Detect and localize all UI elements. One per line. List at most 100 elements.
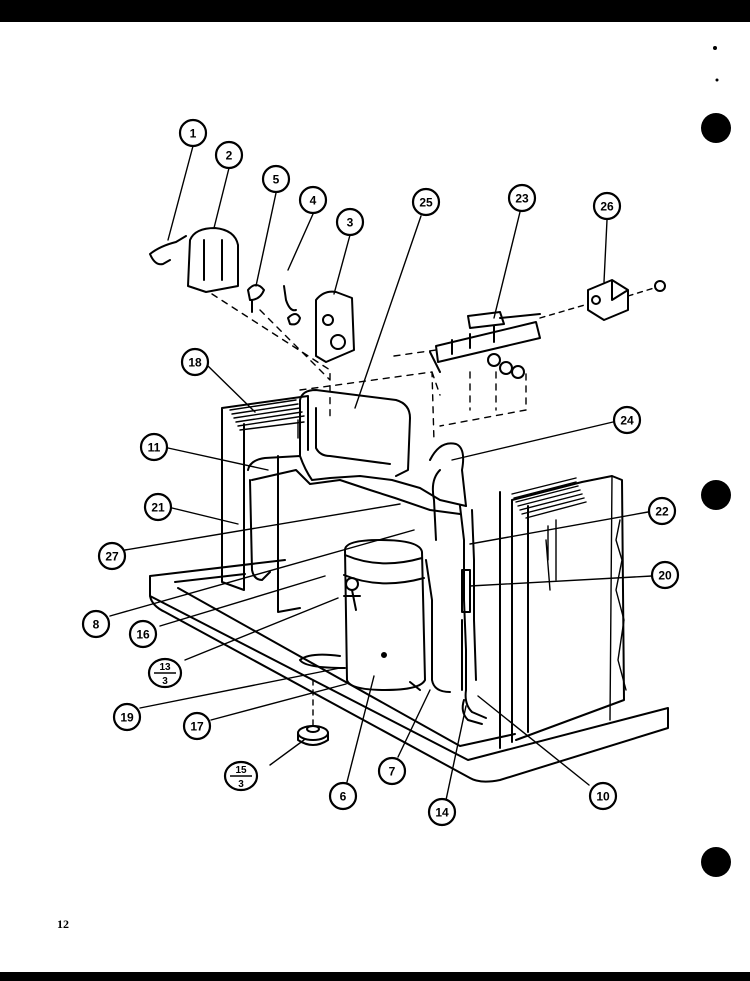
callout-18: 18 <box>180 347 210 377</box>
left-coil <box>221 395 309 613</box>
strainer-20 <box>461 569 471 613</box>
right-coil-fins <box>511 477 587 591</box>
callout-14: 14 <box>427 797 457 827</box>
callouts: 1 2 3 4 5 6 7 8 10 11 14 16 17 18 19 20 … <box>81 118 680 827</box>
top-border <box>0 0 750 22</box>
svg-text:1: 1 <box>190 127 197 141</box>
svg-text:11: 11 <box>148 441 161 455</box>
suction-tube <box>247 455 467 507</box>
binder-hole <box>701 113 731 143</box>
speck <box>715 78 719 82</box>
discharge-tube <box>251 469 461 515</box>
svg-text:15: 15 <box>235 765 247 776</box>
tube-14 <box>461 699 483 725</box>
callout-4: 4 <box>298 185 328 215</box>
binder-hole <box>701 847 731 877</box>
callout-7: 7 <box>377 756 407 786</box>
compressor-bolt-shaft <box>343 589 361 611</box>
tube-7 <box>425 559 451 693</box>
svg-text:17: 17 <box>190 720 204 734</box>
page-number: 12 <box>57 917 69 931</box>
cap-tube-10 <box>461 619 487 719</box>
drawing <box>109 145 669 801</box>
leader-lines <box>109 145 653 801</box>
callout-10: 10 <box>588 781 618 811</box>
solenoid-dash <box>539 287 655 319</box>
svg-text:5: 5 <box>273 173 280 187</box>
gasket-3 <box>315 290 355 363</box>
valve-port <box>511 365 525 379</box>
reversing-valve <box>429 321 541 373</box>
grommet-side <box>297 732 329 746</box>
callout-26: 26 <box>592 191 622 221</box>
svg-text:6: 6 <box>340 790 347 804</box>
svg-text:20: 20 <box>658 569 672 583</box>
svg-text:3: 3 <box>347 216 354 230</box>
svg-text:7: 7 <box>389 765 396 779</box>
grommet-hole <box>306 725 320 733</box>
svg-text:22: 22 <box>655 505 669 519</box>
svg-text:24: 24 <box>620 414 634 428</box>
tube-22-20 <box>459 505 477 691</box>
callout-19: 19 <box>112 702 142 732</box>
svg-text:25: 25 <box>419 196 433 210</box>
svg-text:18: 18 <box>188 356 202 370</box>
valve-port <box>499 361 513 375</box>
right-coil <box>499 475 625 749</box>
loop-tube-25 <box>299 389 411 477</box>
bottom-border <box>0 972 750 981</box>
svg-text:26: 26 <box>600 200 614 214</box>
callout-2: 2 <box>214 140 244 170</box>
binder-hole <box>701 480 731 510</box>
fraction-callout-13-3: 13 3 <box>147 657 183 689</box>
svg-text:21: 21 <box>151 501 165 515</box>
callout-27: 27 <box>97 541 127 571</box>
wire-1 <box>149 235 187 266</box>
callout-16: 16 <box>128 619 158 649</box>
compressor-bolt <box>345 577 359 591</box>
svg-text:2: 2 <box>226 149 233 163</box>
callout-5: 5 <box>261 164 291 194</box>
back-coil-outline <box>299 371 441 443</box>
svg-text:13: 13 <box>159 662 171 673</box>
solenoid-nut <box>654 280 666 292</box>
callout-20: 20 <box>650 560 680 590</box>
svg-text:23: 23 <box>515 192 529 206</box>
callout-23: 23 <box>507 183 537 213</box>
speck <box>713 46 717 50</box>
base-pan-inner <box>174 573 516 747</box>
svg-text:19: 19 <box>120 711 134 725</box>
clip-4 <box>283 285 301 326</box>
dash-leader <box>211 293 331 421</box>
tube-24 <box>429 442 467 541</box>
svg-text:16: 16 <box>136 628 150 642</box>
valve-port <box>487 353 501 367</box>
svg-text:10: 10 <box>596 790 610 804</box>
svg-text:3: 3 <box>238 779 244 790</box>
solenoid-coil <box>587 279 629 321</box>
callout-25: 25 <box>411 187 441 217</box>
callout-3: 3 <box>335 207 365 237</box>
svg-text:3: 3 <box>162 676 168 687</box>
compressor-body <box>344 539 426 691</box>
valve-pilot <box>467 311 541 329</box>
right-coil-edge <box>609 475 627 721</box>
svg-text:4: 4 <box>310 194 317 208</box>
fraction-callout-15-3: 15 3 <box>223 760 259 792</box>
tube-21 <box>249 479 271 581</box>
compressor-terminal <box>381 652 387 658</box>
left-coil-fins <box>229 399 305 439</box>
base-pan <box>149 559 669 783</box>
callout-17: 17 <box>182 711 212 741</box>
callout-8: 8 <box>81 609 111 639</box>
callout-1: 1 <box>178 118 208 148</box>
callout-6: 6 <box>328 781 358 811</box>
gasket-hole <box>330 334 346 350</box>
svg-text:14: 14 <box>435 806 449 820</box>
callout-22: 22 <box>647 496 677 526</box>
callout-11: 11 <box>139 432 169 462</box>
svg-text:27: 27 <box>105 550 119 564</box>
callout-21: 21 <box>143 492 173 522</box>
callout-24: 24 <box>612 405 642 435</box>
